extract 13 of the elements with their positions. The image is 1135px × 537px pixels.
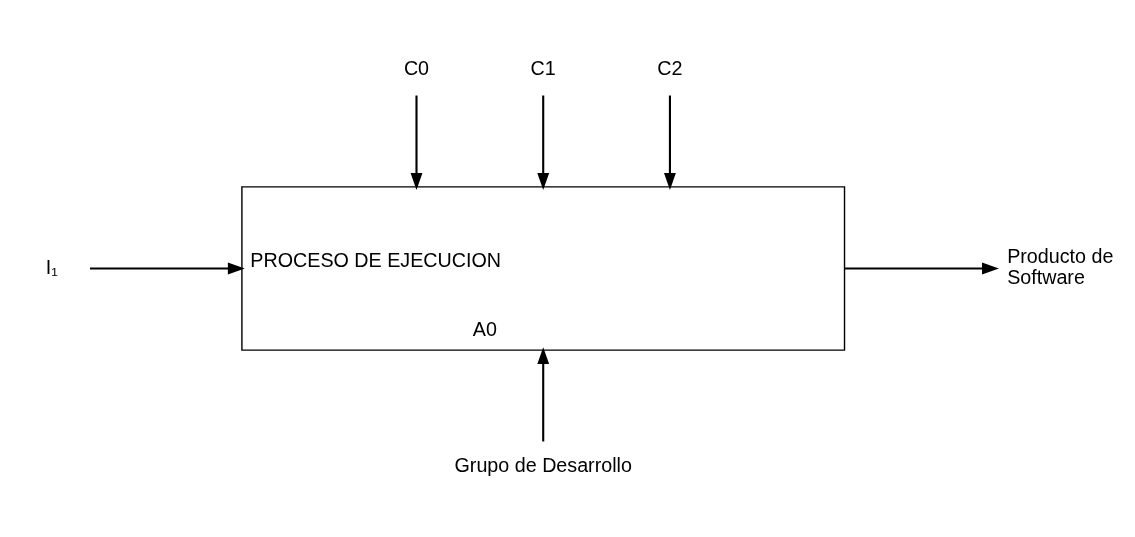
arrow: [410, 95, 423, 190]
node-text: C0: [403, 57, 430, 80]
node-box: PROCESO DE EJECUCION A0: [241, 186, 846, 351]
node-text: C2: [657, 57, 683, 80]
arrow: [537, 347, 550, 442]
node-text: Producto de Software: [1007, 245, 1114, 289]
node-text: I₁: [45, 255, 58, 278]
arrow: [537, 95, 550, 190]
node-text: C1: [530, 57, 556, 80]
arrow: [90, 262, 245, 275]
arrow: [844, 262, 999, 275]
node-text: Grupo de Desarrollo: [454, 454, 632, 477]
arrow: [664, 95, 676, 190]
